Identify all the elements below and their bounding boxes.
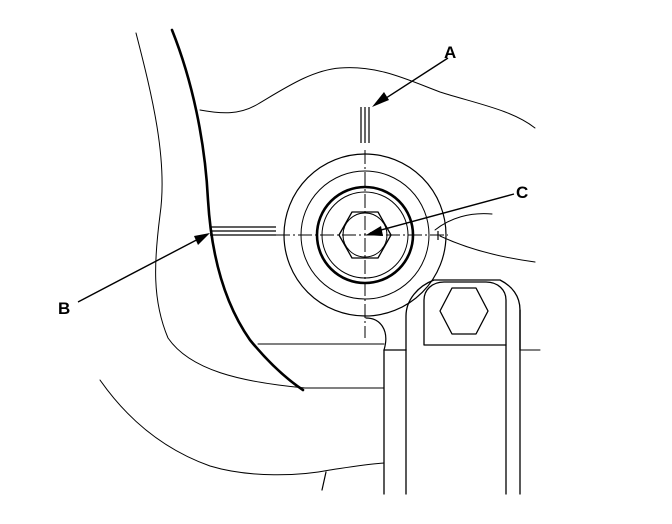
right-housing-curve: [439, 235, 536, 263]
lower-housing-curve: [99, 379, 385, 476]
leader-line-c: [369, 193, 515, 234]
leader-line-a: [379, 57, 449, 103]
cover-edge-thick: [170, 28, 305, 392]
arrowhead-c: [366, 226, 383, 236]
callout-label-b: B: [58, 299, 71, 318]
arrowhead-a: [372, 92, 389, 107]
strut-notch: [365, 317, 387, 351]
arrowhead-b: [194, 233, 210, 245]
bracket-body: [405, 279, 521, 351]
leader-line-b: [77, 234, 207, 303]
upper-housing-outline: [199, 67, 536, 129]
callout-label-a: A: [444, 43, 457, 62]
outer-casting-outline: [135, 32, 306, 389]
bracket-hex-bolt: [439, 287, 489, 335]
small-tick-mark: [321, 471, 327, 491]
right-flange-edge: [434, 213, 493, 231]
bracket-inner-outline: [423, 281, 507, 346]
callout-label-c: C: [516, 183, 529, 202]
